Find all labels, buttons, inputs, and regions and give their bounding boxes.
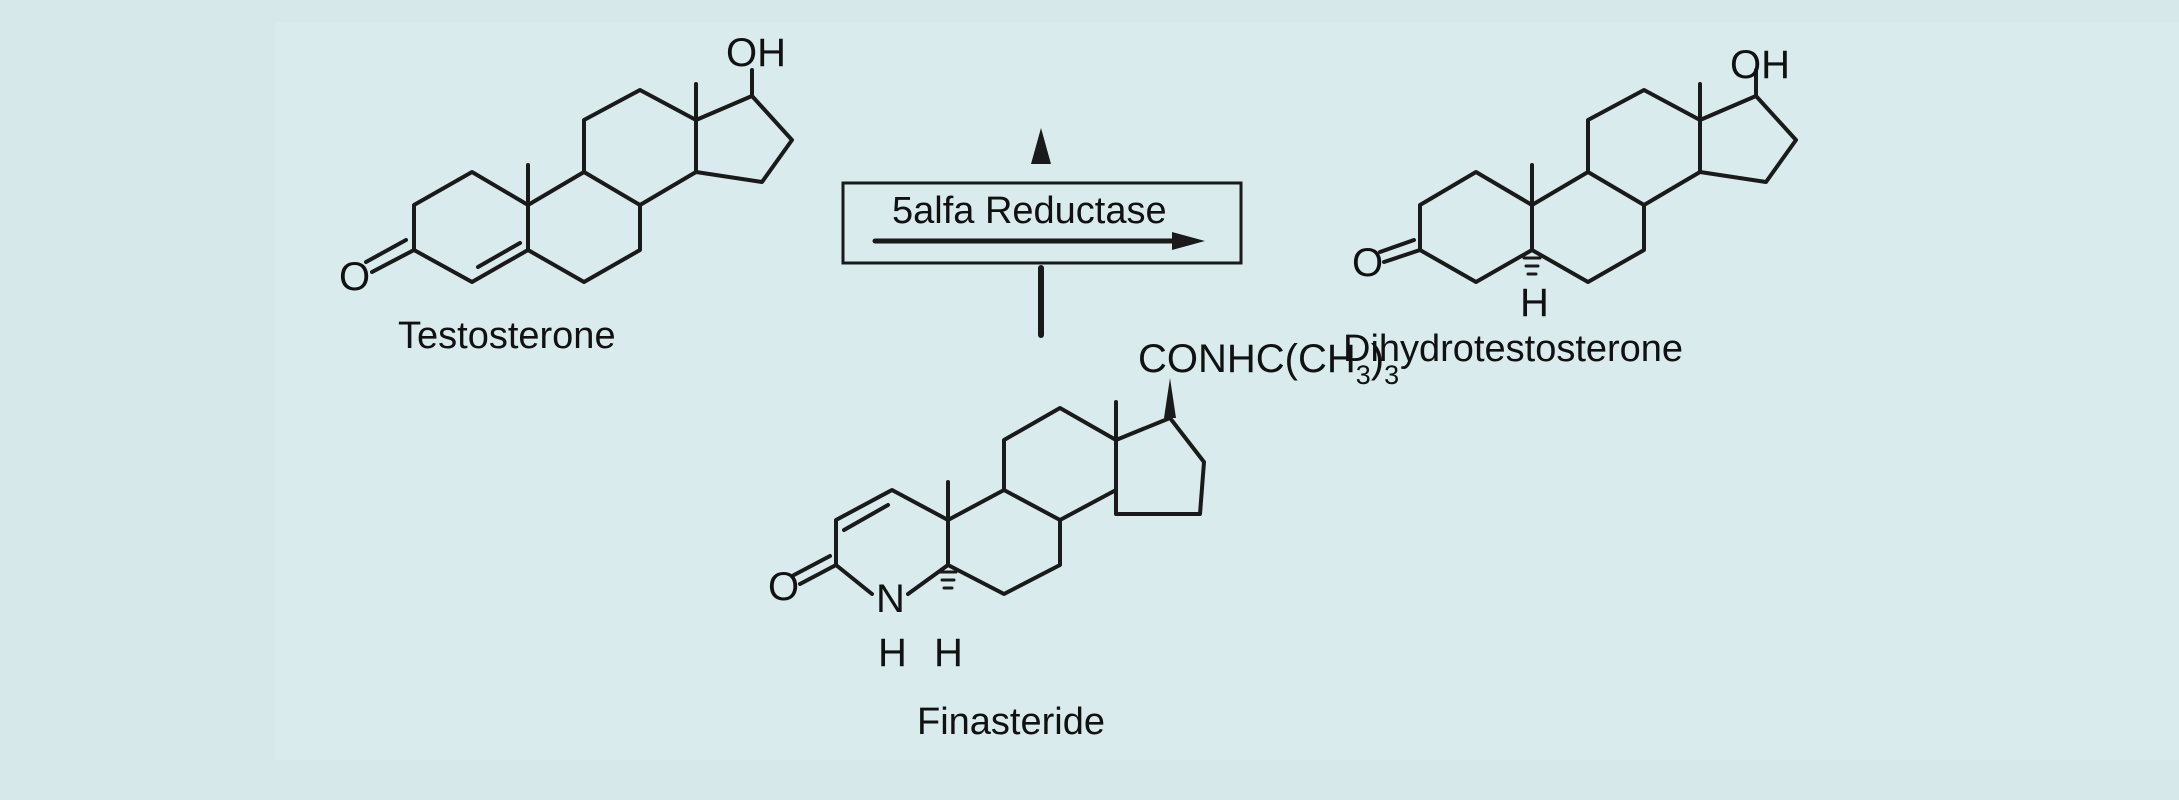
testosterone-carbonyl-bond-2: [364, 238, 408, 264]
finasteride-n-hydrogen-label: H: [878, 631, 907, 675]
finasteride-ring-b: [946, 488, 1062, 596]
finasteride-double-bond: [842, 503, 890, 532]
finasteride-ring-a: [834, 488, 950, 596]
testosterone-carbonyl-bond: [370, 248, 416, 274]
testosterone-double-bond: [476, 241, 522, 269]
finasteride-nitrogen-label: N: [876, 577, 905, 621]
testosterone-oh-label: OH: [726, 31, 786, 75]
testosterone-name: Testosterone: [398, 315, 616, 357]
testosterone-ring-d: [694, 94, 794, 184]
finasteride-carbonyl-bond: [798, 563, 838, 586]
dht-ring-c: [1586, 88, 1702, 207]
enzyme-box: [841, 181, 1243, 265]
reaction-arrows: 5alfa Reductase: [841, 128, 1243, 338]
dht-structure: OH O H Dihydrotestosterone: [1343, 43, 1798, 370]
dht-oh-label: OH: [1730, 43, 1790, 87]
testosterone-oxygen-label: O: [339, 255, 370, 299]
finasteride-hashed-bond: [938, 570, 958, 590]
finasteride-ring-d: [1114, 416, 1206, 516]
finasteride-structure: CONHC(CH3)3 O N H H Finasteride: [768, 337, 1399, 743]
enzyme-label: 5alfa Reductase: [892, 190, 1167, 232]
finasteride-wedge-bond: [1164, 378, 1176, 418]
finasteride-name: Finasteride: [917, 701, 1105, 743]
finasteride-substituent-label: CONHC(CH3)3: [1138, 337, 1399, 390]
finasteride-oxygen-label: O: [768, 565, 799, 609]
diagram-panel: [275, 22, 2179, 760]
testosterone-ring-a: [412, 170, 530, 284]
finasteride-n-bond-1: [834, 563, 874, 596]
finasteride-c5-hydrogen-label: H: [934, 631, 963, 675]
up-arrow-head: [1031, 128, 1051, 164]
dht-ring-d: [1698, 94, 1798, 184]
finasteride-ring-c: [1002, 406, 1118, 522]
dht-hashed-bond: [1522, 256, 1542, 276]
dht-oxygen-label: O: [1352, 241, 1383, 285]
dht-ring-b: [1530, 170, 1646, 284]
testosterone-ring-b: [526, 170, 642, 284]
testosterone-ring-c: [582, 88, 698, 207]
testosterone-structure: OH O Testosterone: [339, 31, 794, 357]
conversion-arrow-head: [1172, 232, 1205, 250]
dht-carbonyl-bond-2: [1378, 238, 1416, 254]
dht-name: Dihydrotestosterone: [1343, 328, 1683, 370]
dht-hydrogen-label: H: [1520, 281, 1549, 325]
finasteride-carbonyl-bond-2: [792, 554, 832, 577]
dht-ring-a: [1418, 170, 1534, 284]
dht-carbonyl-bond: [1382, 248, 1422, 264]
